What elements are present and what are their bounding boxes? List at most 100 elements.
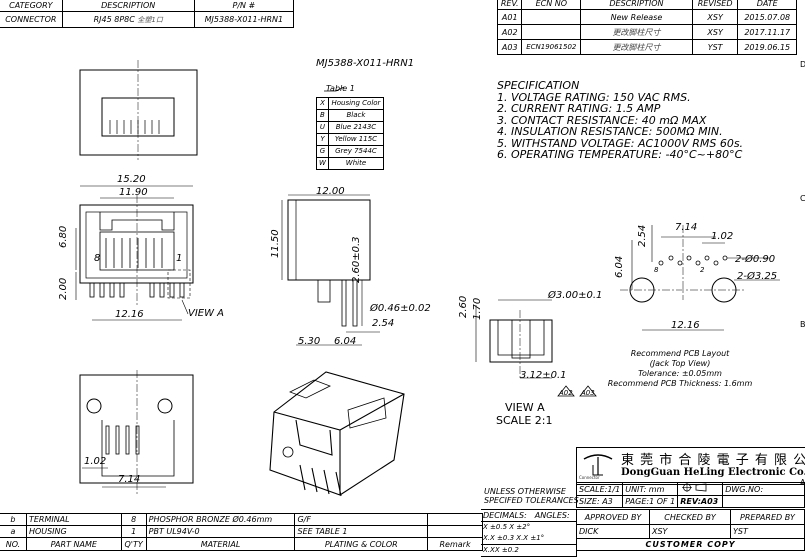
dim-text: 2.60±0.3 (351, 236, 362, 283)
logo-text: Connector (579, 475, 600, 480)
pcb-note: (Jack Top View) (649, 359, 711, 368)
company-box: Connector 東 莞 市 合 陵 電 子 有 限 公 司 DongGuan… (576, 447, 805, 485)
description-cn: 全塑1口 (137, 15, 163, 24)
dim-text: 15.20 (117, 174, 146, 185)
size-cell: SIZE: A3 (575, 495, 624, 508)
decimals-cell: DECIMALS:ANGLES: (481, 509, 577, 522)
border-letter: C (800, 194, 805, 203)
isometric-view (269, 371, 405, 497)
part-number-label: MJ5388-X011-HRN1 (316, 58, 415, 69)
customer-copy: CUSTOMER COPY (576, 538, 805, 551)
dim-text: Ø3.00±0.1 (548, 290, 603, 301)
pcb-note: Recommend PCB Layout (630, 349, 730, 358)
ang-xx: X.X ±1° (516, 534, 545, 542)
dim-text: 1.70 (472, 297, 483, 320)
bottom-view-outline (79, 374, 194, 484)
spec-item: 2. CURRENT RATING: 1.5 AMP (497, 102, 661, 115)
dim-text: 2.54 (637, 224, 648, 247)
dim-text: 7.14 (118, 474, 141, 485)
color-name: White (327, 157, 385, 170)
bom-cell: G/F (294, 513, 429, 526)
top-left-table: CATEGORY DESCRIPTION P/N # CONNECTOR RJ4… (0, 0, 295, 28)
bom-cell: 8 (120, 513, 147, 526)
bom-cell: SEE TABLE 1 (294, 525, 429, 538)
projection-icon (682, 483, 707, 492)
cell-category: CONNECTOR (0, 11, 63, 28)
specification-block: SPECIFICATION 1. VOLTAGE RATING: 150 VAC… (497, 80, 743, 161)
approved-by-header: APPROVED BY (576, 509, 650, 525)
title-block-grid: SCALE:1/1 UNIT: mm DWG.NO: SIZE: A3 PAGE… (575, 482, 805, 508)
table-row: a HOUSING 1 PBT UL94V-0 SEE TABLE 1 (0, 525, 483, 538)
dim-text: 3.12±0.1 (520, 370, 567, 381)
dim-text: 1.02 (84, 456, 107, 467)
top-view (79, 60, 198, 160)
bom-cell: b (0, 513, 27, 526)
view-a-label: VIEW A (505, 401, 545, 414)
pin-label: 2 (700, 266, 705, 274)
company-logo-icon (583, 454, 613, 476)
rev-cell: A03 (496, 39, 523, 55)
pcb-note: Tolerance: ±0.05mm (638, 369, 722, 378)
top-view-outline (79, 69, 198, 156)
pcb-note: Recommend PCB Thickness: 1.6mm (607, 379, 753, 388)
dim-text: 1.02 (711, 231, 734, 242)
revision-flag: A02 (559, 389, 573, 397)
approved-name: DICK (576, 524, 650, 539)
bom-cell (427, 525, 483, 538)
bom-header: Q'TY (120, 537, 147, 551)
dim-text: 11.50 (270, 229, 281, 258)
dim-text: 2-Ø0.90 (735, 254, 776, 265)
cell-description: RJ45 8P8C 全塑1口 (61, 11, 195, 28)
dim-text: 12.16 (671, 320, 700, 331)
border-letter: D (800, 60, 805, 69)
table-row: A02 更改脚柱尺寸 XSY 2017.11.17 (496, 24, 797, 40)
bom-header: MATERIAL (145, 537, 296, 551)
dim-text: 2.00 (58, 277, 69, 300)
pin-label: 8 (654, 266, 659, 274)
pin-label: 1 (176, 253, 183, 264)
dim-text: 12.00 (316, 186, 345, 197)
leader-line (324, 86, 345, 92)
pin-label: 8 (94, 253, 101, 264)
bom-cell: PBT UL94V-0 (145, 525, 296, 538)
checked-by-header: CHECKED BY (649, 509, 731, 525)
spec-item: 1. VOLTAGE RATING: 150 VAC RMS. (497, 90, 691, 104)
tol-line: X ±0.5 X ±2° (481, 521, 577, 533)
spec-item: 4. INSULATION RESISTANCE: 500MΩ MIN. (497, 125, 723, 138)
bom-header: NO. (0, 537, 27, 551)
cell-pn: MJ5388-X011-HRN1 (193, 11, 295, 28)
front-view (75, 185, 194, 321)
border-letter: B (800, 320, 805, 329)
spec-item: 5. WITHSTAND VOLTAGE: AC1000V RMS 60s. (497, 136, 744, 150)
description-text: RJ45 8P8C (93, 14, 135, 24)
prepared-by-header: PREPARED BY (730, 509, 805, 525)
company-name-cn: 東 莞 市 合 陵 電 子 有 限 公 司 (621, 453, 805, 468)
empty-cell (722, 495, 805, 508)
revision-flag: A03 (581, 389, 595, 397)
spec-item: 6. OPERATING TEMPERATURE: -40°C~+80°C (497, 148, 743, 161)
rev-cell: REV:A03 (677, 495, 724, 508)
rev-cell: YST (691, 39, 739, 55)
revision-table: REV. ECN NO DESCRIPTION REVISED DATE A01… (496, 0, 797, 55)
dim-text: 2.54 (372, 318, 395, 329)
dim-text: 6.04 (614, 255, 625, 278)
spec-item: 3. CONTACT RESISTANCE: 40 mΩ MAX (497, 113, 707, 127)
side-view (281, 194, 380, 346)
bom-header: PLATING & COLOR (294, 537, 429, 551)
bom-table: b TERMINAL 8 PHOSPHOR BRONZE Ø0.46mm G/F… (0, 513, 483, 551)
bottom-view (79, 370, 194, 495)
projection-symbol (677, 482, 724, 496)
tolerance-note-line: SPECIFED TOLERANCES (484, 496, 579, 505)
dim-text: 2.60 (458, 295, 469, 318)
drawing-canvas (75, 60, 780, 497)
company-name-en: DongGuan HeLing Electronic Co.,LTD (621, 467, 805, 478)
tol-xx: X.X ±0.3 (483, 534, 515, 542)
table-row: A03 ECN19061502 更改脚柱尺寸 YST 2019.06.15 (496, 39, 797, 55)
bom-header-row: NO. PART NAME Q'TY MATERIAL PLATING & CO… (0, 537, 483, 551)
dwg-no-cell: DWG.NO: (722, 482, 805, 496)
table-row: b TERMINAL 8 PHOSPHOR BRONZE Ø0.46mm G/F (0, 513, 483, 526)
view-a-detail (475, 299, 597, 397)
bom-header: Remark (427, 537, 483, 551)
view-a-outline (489, 319, 553, 363)
